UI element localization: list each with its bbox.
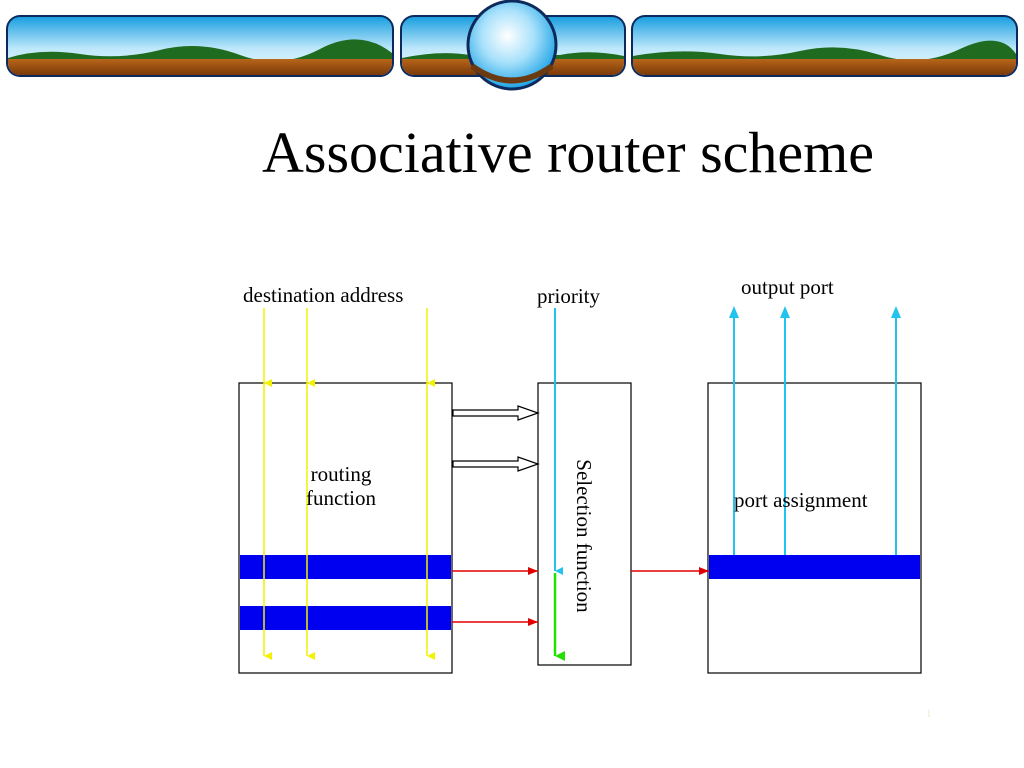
routing-table-row [240,606,451,630]
selection-function-label: Selection function [572,459,597,613]
output-port-label: output port [741,275,834,299]
up-arrow-head [780,306,790,318]
slide-title: Associative router scheme [262,120,875,185]
port-assignment-box [707,382,922,674]
routing-table-row [240,555,451,579]
routing-function-label-line2: function [306,486,376,511]
priority-label: priority [537,284,600,308]
output-port-lines [733,315,897,555]
hollow-arrow [452,456,540,472]
routing-function-label-line1: routing [310,462,372,486]
banner-panel-left [6,15,394,77]
up-arrow-head [729,306,739,318]
destination-address-lines [263,308,435,660]
banner-panel-right [631,15,1018,77]
port-assignment-label: port assignment [734,488,868,512]
port-assignment-row [709,555,920,579]
destination-address-label: destination address [243,283,404,307]
banner-panel-middle [400,0,626,91]
hollow-arrow [452,405,540,421]
globe-icon [466,0,558,91]
up-arrow-head [891,306,901,318]
page-number: 1 [926,708,932,720]
selection-function-box [537,382,632,666]
header-banner [6,0,1018,91]
routing-function-label: routing function [291,462,391,510]
